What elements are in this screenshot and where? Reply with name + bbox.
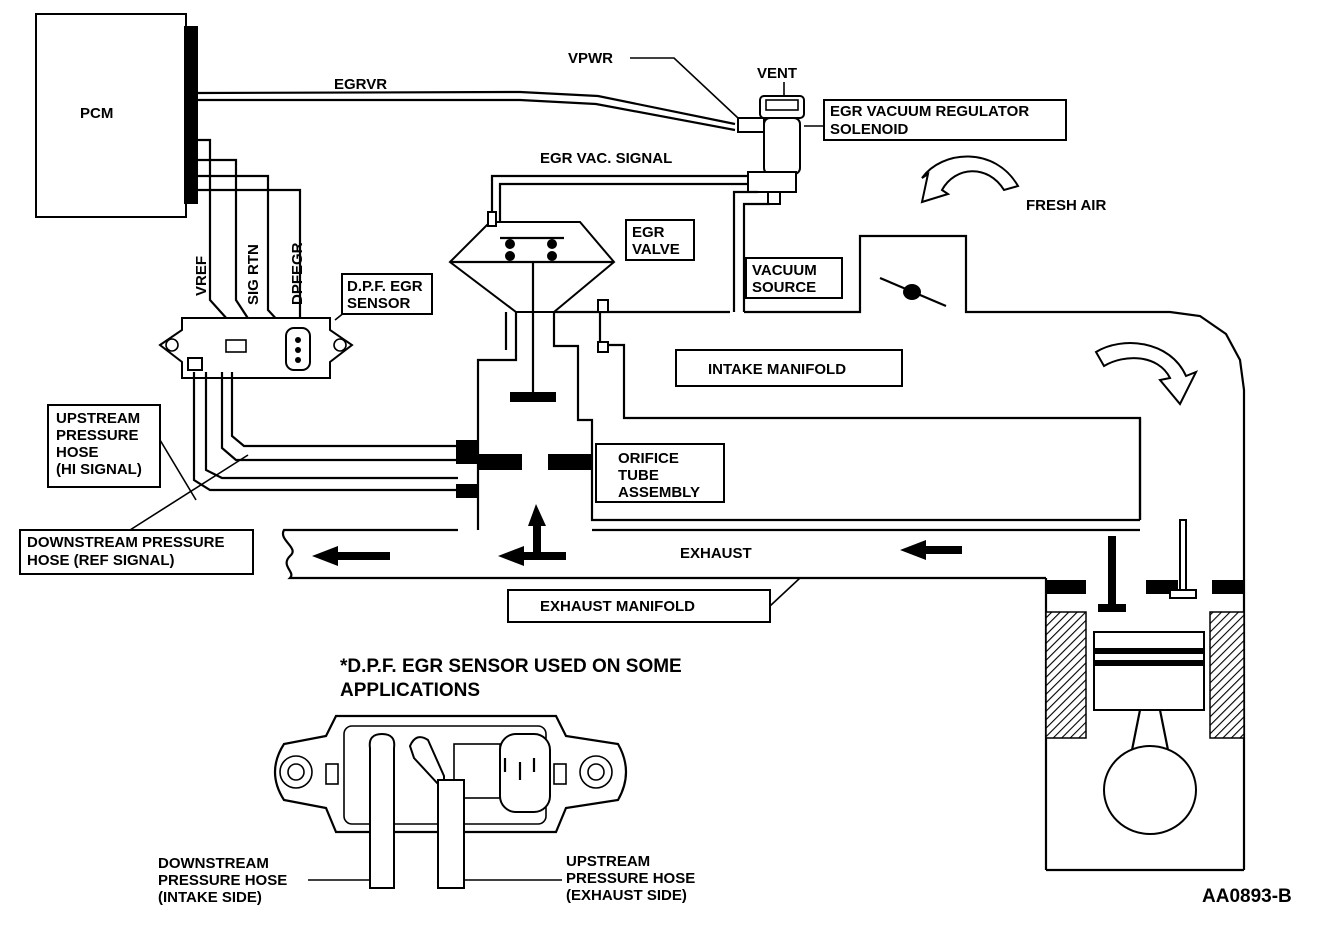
intake-manifold [744, 155, 1246, 578]
orifice-label-box [595, 443, 725, 503]
detail-upstream-label-2: PRESSURE HOSE [566, 870, 695, 887]
intake-manifold-label-box [675, 349, 903, 387]
detail-upstream-label-1: UPSTREAM [566, 853, 650, 870]
detail-downstream-label-3: (INTAKE SIDE) [158, 889, 262, 906]
pressure-hoses [192, 372, 478, 498]
engine-cylinder [1045, 519, 1245, 835]
pcm-label: PCM [80, 105, 113, 122]
orifice-label-1: ORIFICE [618, 450, 679, 467]
fresh-air-label: FRESH AIR [1026, 197, 1106, 214]
regulator-label-box [823, 99, 1067, 141]
vent-label: VENT [757, 65, 797, 82]
upstream-hose-label-1: UPSTREAM [56, 410, 140, 427]
upstream-hose-label-box [47, 404, 161, 488]
dpf-sensor-label-box [341, 273, 433, 315]
egr-valve-label-2: VALVE [632, 241, 680, 258]
dpf-sensor-label-2: SENSOR [347, 295, 411, 312]
vacuum-source-label-1: VACUUM [752, 262, 817, 279]
figure-id: AA0893-B [1202, 886, 1292, 907]
exhaust-label: EXHAUST [680, 545, 752, 562]
vref-label: VREF [193, 256, 210, 296]
upstream-hose-label-4: (HI SIGNAL) [56, 461, 142, 478]
dpfegr-label: DPFEGR [289, 242, 306, 305]
egr-vac-signal-label: EGR VAC. SIGNAL [540, 150, 672, 167]
upstream-hose-label-2: PRESSURE [56, 427, 139, 444]
note-line-2: APPLICATIONS [340, 680, 480, 701]
egrvr-label: EGRVR [334, 76, 387, 93]
orifice-label-2: TUBE [618, 467, 659, 484]
egr-valve-label-box [625, 219, 695, 261]
downstream-hose-label-2: HOSE (REF SIGNAL) [27, 552, 175, 569]
detail-downstream-label-2: PRESSURE HOSE [158, 872, 287, 889]
vacuum-source-hose [732, 190, 758, 312]
egr-vac-signal-hose [490, 174, 748, 226]
dpf-sensor-label-1: D.P.F. EGR [347, 278, 423, 295]
pcm-module: PCM [35, 13, 198, 218]
vacuum-source-label-box [745, 257, 843, 299]
dpf-egr-sensor-detail [273, 714, 628, 889]
exhaust-manifold-label: EXHAUST MANIFOLD [540, 598, 695, 615]
intake-manifold-label: INTAKE MANIFOLD [708, 361, 846, 378]
vpwr-label: VPWR [568, 50, 613, 67]
egr-passage [476, 299, 1142, 530]
regulator-label-2: SOLENOID [830, 121, 909, 138]
downstream-hose-label-box [19, 529, 254, 575]
downstream-hose-label-1: DOWNSTREAM PRESSURE [27, 534, 225, 551]
orifice-label-3: ASSEMBLY [618, 484, 700, 501]
vacuum-source-label-2: SOURCE [752, 279, 816, 296]
upstream-hose-label-3: HOSE [56, 444, 99, 461]
pcm-wiring [197, 90, 736, 354]
egr-vacuum-regulator-solenoid [737, 95, 805, 205]
egr-valve-label-1: EGR [632, 224, 665, 241]
detail-upstream-label-3: (EXHAUST SIDE) [566, 887, 687, 904]
exhaust-manifold-label-box [507, 589, 771, 623]
detail-downstream-label-1: DOWNSTREAM [158, 855, 269, 872]
egr-valve [448, 211, 616, 402]
regulator-label-1: EGR VACUUM REGULATOR [830, 103, 1029, 120]
vpwr-leader [630, 57, 739, 119]
sig-rtn-label: SIG RTN [245, 244, 262, 305]
dpf-egr-sensor [158, 311, 354, 379]
note-line-1: *D.P.F. EGR SENSOR USED ON SOME [340, 656, 682, 677]
